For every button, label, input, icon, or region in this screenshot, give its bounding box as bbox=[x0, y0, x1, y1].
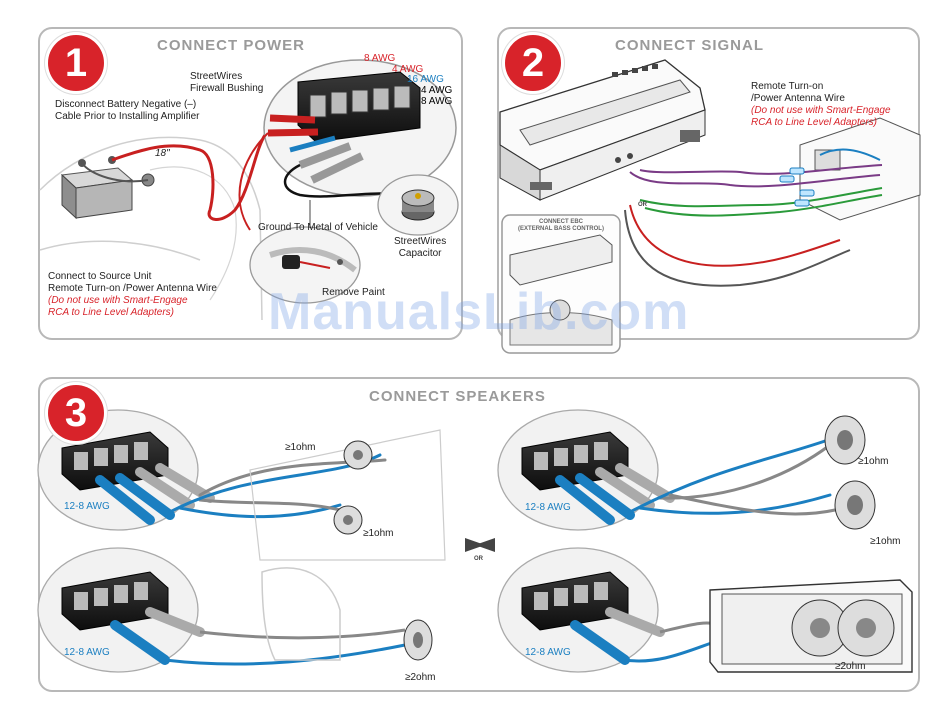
sub-tr-top bbox=[824, 415, 866, 465]
capacitor bbox=[401, 189, 435, 221]
awg-label-5: 8 AWG bbox=[421, 96, 453, 107]
panel3-title: CONNECT SPEAKERS bbox=[369, 388, 546, 405]
car-battery bbox=[60, 156, 155, 220]
speaker-tl-bottom bbox=[333, 505, 363, 535]
panel1-drawing bbox=[39, 59, 459, 321]
ohm-label-tl-1: ≥1ohm bbox=[285, 442, 316, 453]
ohm-label-tr-2: ≥1ohm bbox=[870, 536, 901, 547]
panel1-title: CONNECT POWER bbox=[157, 37, 305, 54]
signal-or-label: OR bbox=[638, 202, 647, 208]
remote-turnon-label: Remote Turn-on /Power Antenna Wire (Do n… bbox=[751, 81, 891, 128]
awg-label-tr: 12-8 AWG bbox=[525, 502, 571, 513]
awg-label-bl: 12-8 AWG bbox=[64, 647, 110, 658]
step-badge-2: 2 bbox=[505, 35, 561, 91]
speakers-or-label: OR bbox=[474, 556, 483, 562]
ebc-label: CONNECT EBC (EXTERNAL BASS CONTROL) bbox=[518, 219, 604, 232]
source-unit-label: Connect to Source Unit Remote Turn-on /P… bbox=[48, 271, 217, 318]
or-divider bbox=[465, 538, 495, 552]
awg-label-br: 12-8 AWG bbox=[525, 647, 571, 658]
awg-label-3: 16 AWG bbox=[407, 74, 444, 85]
wire-length-label: 18" bbox=[155, 148, 170, 159]
ohm-label-br: ≥2ohm bbox=[835, 661, 866, 672]
capacitor-label: StreetWires Capacitor bbox=[394, 236, 447, 259]
step-badge-3: 3 bbox=[48, 385, 104, 441]
ohm-label-bl: ≥2ohm bbox=[405, 672, 436, 683]
awg-label-2: 4 AWG bbox=[392, 64, 424, 75]
amp-power-terminal bbox=[297, 71, 421, 143]
disconnect-label: Disconnect Battery Negative (–) Cable Pr… bbox=[55, 99, 200, 122]
sub-tr-bottom bbox=[834, 480, 876, 530]
firewall-bushing-label: StreetWires Firewall Bushing bbox=[190, 71, 264, 94]
panel3-drawing bbox=[37, 409, 913, 673]
sub-enclosure bbox=[709, 579, 913, 673]
awg-label-1: 8 AWG bbox=[364, 53, 396, 64]
remove-paint-label: Remove Paint bbox=[322, 287, 385, 298]
ohm-label-tl-2: ≥1ohm bbox=[363, 528, 394, 539]
amplifier bbox=[499, 59, 706, 201]
speaker-terminal-br bbox=[521, 571, 629, 631]
speaker-tl-top bbox=[343, 440, 373, 470]
speaker-terminal-bl bbox=[61, 571, 169, 631]
ohm-label-tr-1: ≥1ohm bbox=[858, 456, 889, 467]
awg-label-tl: 12-8 AWG bbox=[64, 501, 110, 512]
panel2-title: CONNECT SIGNAL bbox=[615, 37, 764, 54]
step-badge-1: 1 bbox=[48, 35, 104, 91]
speaker-bl bbox=[403, 619, 433, 661]
head-unit bbox=[799, 117, 921, 221]
panel2-drawing bbox=[499, 59, 921, 354]
watermark: ManualsLib.com bbox=[268, 283, 690, 341]
awg-label-4: 4 AWG bbox=[421, 85, 453, 96]
ground-label: Ground To Metal of Vehicle bbox=[258, 222, 378, 233]
